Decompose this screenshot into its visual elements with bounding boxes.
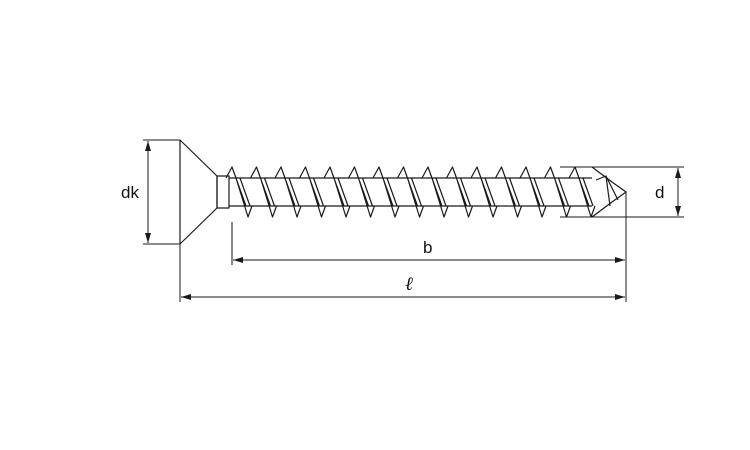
- label-d: d: [655, 183, 664, 202]
- thread-flank: [274, 166, 302, 218]
- dimension-lines: [145, 141, 681, 300]
- thread-flank: [372, 166, 400, 218]
- thread-flank: [470, 166, 498, 218]
- extension-lines: [143, 139, 684, 302]
- label-b: b: [423, 238, 432, 257]
- thread-flank: [396, 166, 425, 218]
- thread-flank: [568, 166, 596, 218]
- thread-flank: [543, 166, 572, 218]
- countersunk-head: [179, 139, 218, 245]
- thread-flank: [249, 166, 278, 218]
- thread-flank: [347, 166, 376, 218]
- head-recess: [216, 175, 230, 209]
- thread-flank: [445, 166, 474, 218]
- thread-flank: [225, 166, 253, 218]
- screw-tip: [591, 166, 627, 218]
- screw-body: [179, 139, 627, 245]
- thread-flank: [323, 166, 351, 218]
- thread-flank: [494, 166, 523, 218]
- tip-thread: [595, 175, 619, 207]
- label-l: ℓ: [405, 274, 413, 295]
- thread-flank: [298, 166, 327, 218]
- thread-flanks: [225, 166, 596, 218]
- thread-flank: [421, 166, 449, 218]
- label-dk: dk: [121, 183, 139, 202]
- thread-flank: [519, 166, 547, 218]
